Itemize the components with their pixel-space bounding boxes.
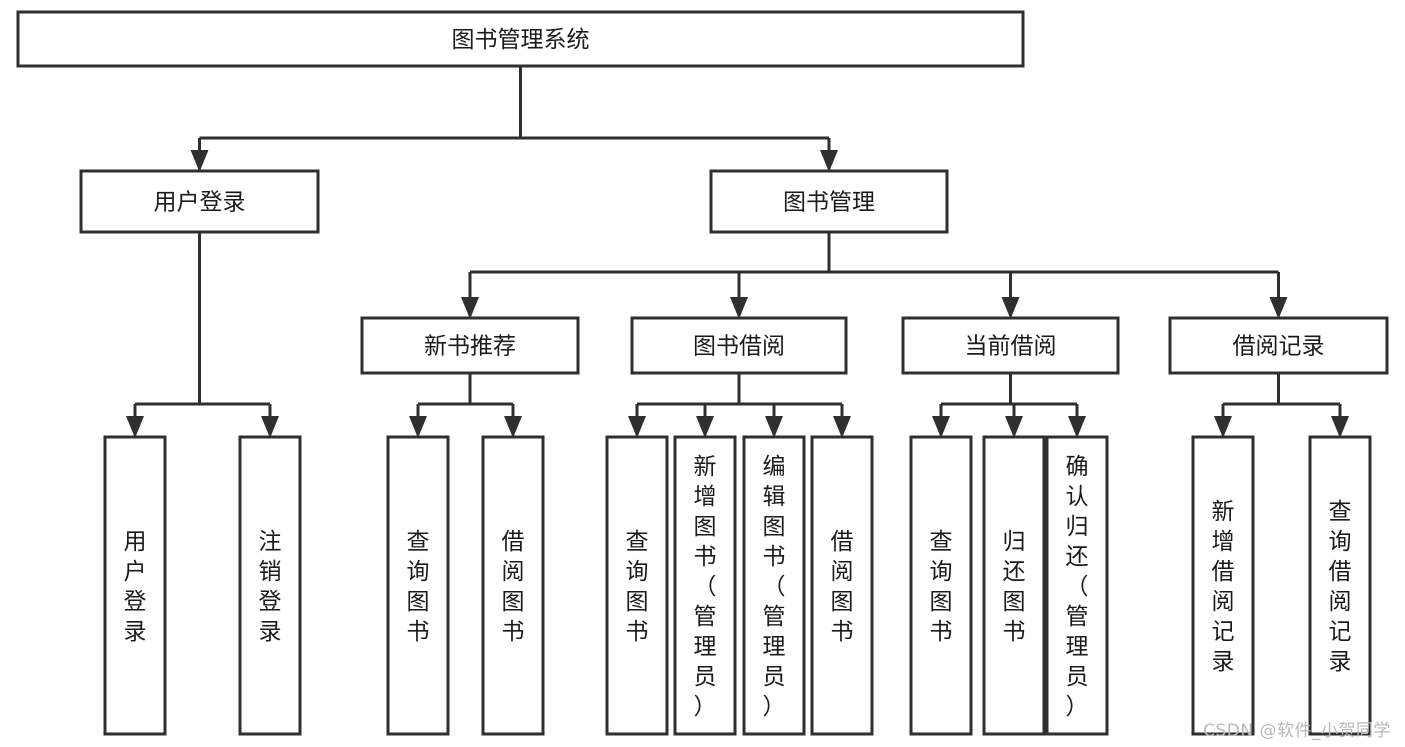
node-box: [673, 435, 737, 736]
node-label: 新书推荐: [424, 334, 516, 360]
node-current-borrow[interactable]: 当前借阅: [901, 316, 1120, 375]
connector-arrow-icon: [696, 416, 714, 438]
node-box: [1191, 435, 1255, 736]
node-user-login[interactable]: 用户登录: [79, 169, 320, 234]
node-box: [481, 435, 545, 736]
node-leaf-query-book-1[interactable]: 查询图书: [386, 435, 450, 736]
node-label: 图书借阅: [693, 334, 785, 360]
node-borrow-record[interactable]: 借阅记录: [1168, 316, 1389, 375]
node-leaf-confirm-return[interactable]: 确认归还（管理员）: [1045, 435, 1109, 736]
node-box: [901, 316, 1120, 375]
connector-arrow-icon: [409, 416, 427, 438]
node-box: [1168, 316, 1389, 375]
connector-arrow-icon: [628, 416, 646, 438]
node-box: [386, 435, 450, 736]
node-box: [103, 435, 167, 736]
node-box: [360, 316, 580, 375]
node-label: 新增图书（管理员）: [694, 454, 717, 720]
connector-arrow-icon: [833, 416, 851, 438]
node-leaf-borrow-book-1[interactable]: 借阅图书: [481, 435, 545, 736]
connector-arrow-icon: [504, 416, 522, 438]
node-box: [79, 169, 320, 234]
node-label: 用户登录: [124, 529, 147, 645]
node-box: [16, 10, 1025, 68]
node-leaf-borrow-book-2[interactable]: 借阅图书: [810, 435, 874, 736]
node-leaf-query-book-2[interactable]: 查询图书: [605, 435, 669, 736]
node-book-borrow[interactable]: 图书借阅: [630, 316, 848, 375]
node-label: 用户登录: [154, 190, 246, 216]
connector-arrow-icon: [1001, 297, 1020, 319]
watermark-text: CSDN @软件_小贺同学: [1203, 721, 1391, 741]
node-label: 新增借阅记录: [1212, 499, 1235, 675]
node-label: 查询图书: [930, 529, 953, 645]
node-box: [909, 435, 973, 736]
connector-arrow-icon: [1269, 297, 1288, 319]
connector-arrow-icon: [932, 416, 950, 438]
node-box: [605, 435, 669, 736]
connector-arrow-icon: [730, 297, 748, 319]
node-box: [810, 435, 874, 736]
connector-arrow-icon: [126, 416, 144, 438]
connector-arrow-icon: [261, 416, 279, 438]
node-box: [709, 169, 949, 234]
node-label: 借阅图书: [502, 529, 525, 645]
node-label: 确认归还（管理员）: [1066, 454, 1089, 720]
node-label: 查询图书: [626, 529, 649, 645]
node-leaf-return-book[interactable]: 归还图书: [982, 435, 1046, 736]
node-leaf-user-logout[interactable]: 注销登录: [238, 435, 302, 736]
node-box: [1308, 435, 1372, 736]
node-box: [982, 435, 1046, 736]
connector-arrow-icon: [461, 297, 479, 319]
node-leaf-query-book-3[interactable]: 查询图书: [909, 435, 973, 736]
node-leaf-add-record[interactable]: 新增借阅记录: [1191, 435, 1255, 736]
node-leaf-user-login[interactable]: 用户登录: [103, 435, 167, 736]
node-label: 查询借阅记录: [1329, 499, 1352, 675]
node-label: 图书管理系统: [452, 27, 590, 53]
node-label: 当前借阅: [965, 334, 1057, 360]
node-label: 查询图书: [407, 529, 430, 645]
node-leaf-add-book[interactable]: 新增图书（管理员）: [673, 435, 737, 736]
node-label: 借阅记录: [1233, 334, 1325, 360]
connector-arrow-icon: [820, 150, 838, 172]
node-root[interactable]: 图书管理系统: [16, 10, 1025, 68]
node-leaf-edit-book[interactable]: 编辑图书（管理员）: [742, 435, 806, 736]
node-box: [1045, 435, 1109, 736]
node-box: [238, 435, 302, 736]
node-label: 编辑图书（管理员）: [763, 454, 786, 720]
node-book-management[interactable]: 图书管理: [709, 169, 949, 234]
connector-arrow-icon: [765, 416, 783, 438]
connector-arrow-icon: [190, 150, 209, 172]
node-box: [630, 316, 848, 375]
connector-arrow-icon: [1068, 416, 1086, 438]
node-box: [742, 435, 806, 736]
node-new-book-recommend[interactable]: 新书推荐: [360, 316, 580, 375]
node-leaf-query-record[interactable]: 查询借阅记录: [1308, 435, 1372, 736]
connector-arrow-icon: [1005, 416, 1023, 438]
connector-arrow-icon: [1214, 416, 1232, 438]
node-label: 图书管理: [783, 190, 875, 216]
connector-arrow-icon: [1331, 416, 1349, 438]
node-label: 注销登录: [259, 529, 282, 645]
node-label: 借阅图书: [831, 529, 854, 645]
node-label: 归还图书: [1003, 529, 1026, 645]
